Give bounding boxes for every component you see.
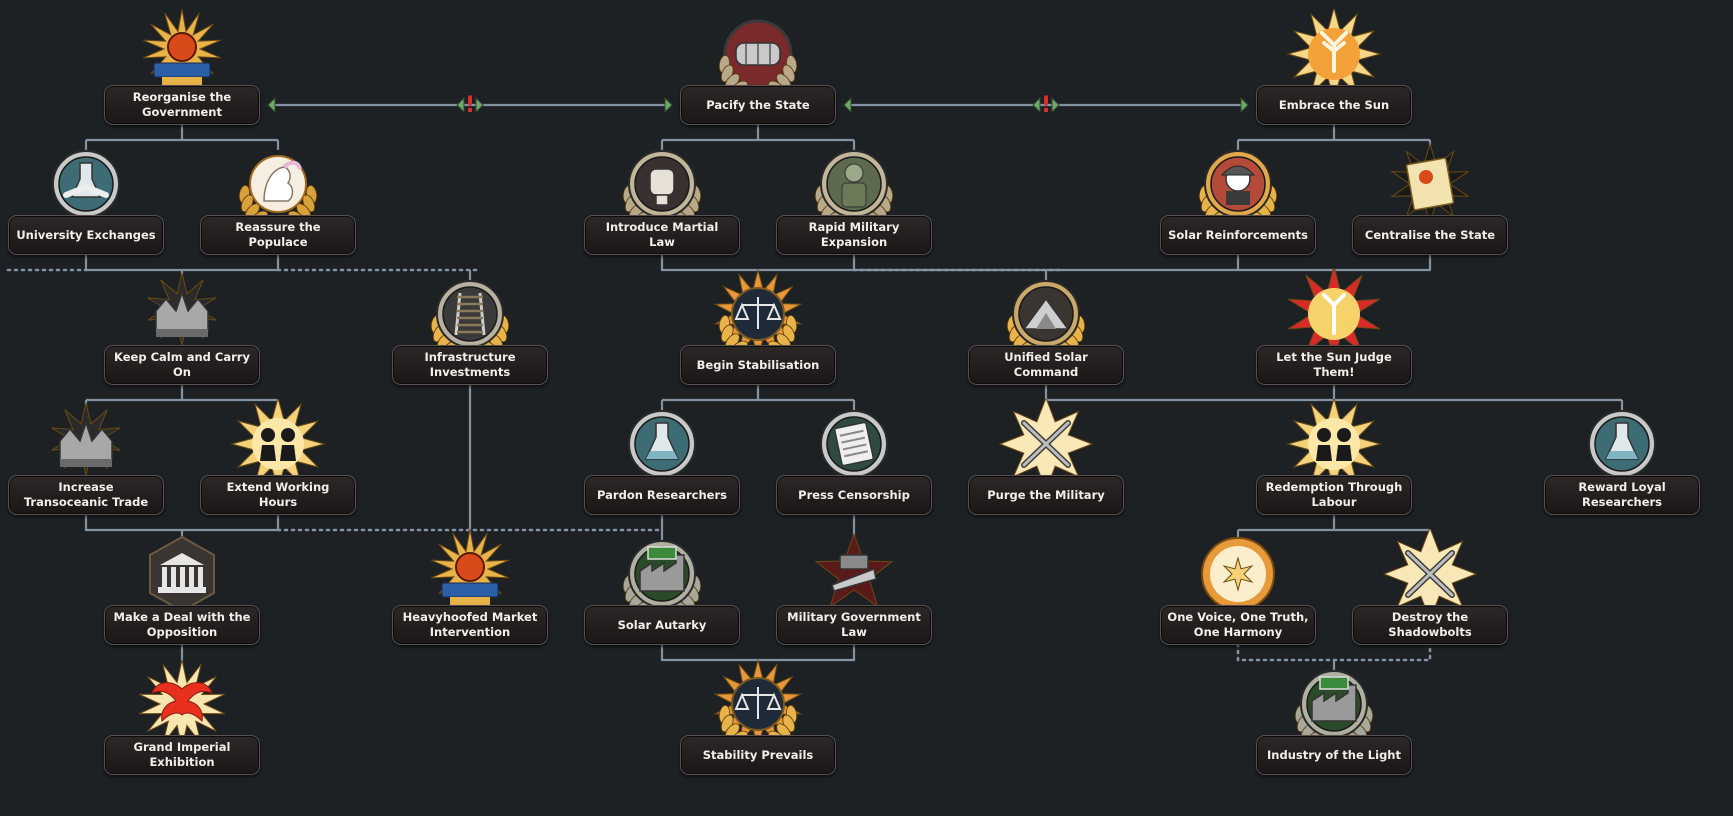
focus-node-press[interactable]: Press Censorship [776, 399, 932, 539]
focus-label[interactable]: Purge the Military [968, 475, 1124, 515]
focus-node-solar-reinf[interactable]: Solar Reinforcements [1160, 139, 1316, 279]
focus-label[interactable]: One Voice, One Truth, One Harmony [1160, 605, 1316, 645]
focus-label[interactable]: Stability Prevails [680, 735, 836, 775]
exclusive-arrow-right [475, 96, 484, 114]
focus-label[interactable]: Centralise the State [1352, 215, 1508, 255]
sun-judgement-icon[interactable] [1284, 269, 1384, 369]
exclusive-arrow-right [1051, 96, 1060, 114]
focus-node-pardon[interactable]: Pardon Researchers [584, 399, 740, 539]
focus-node-begin-stab[interactable]: Begin Stabilisation [680, 269, 836, 409]
focus-label[interactable]: Let the Sun Judge Them! [1256, 345, 1412, 385]
focus-node-industry[interactable]: Industry of the Light [1256, 659, 1412, 799]
parliament-icon[interactable] [132, 529, 232, 629]
focus-label[interactable]: Reorganise the Government [104, 85, 260, 125]
factory-icon[interactable] [1284, 659, 1384, 759]
focus-label[interactable]: Unified Solar Command [968, 345, 1124, 385]
focus-label[interactable]: Keep Calm and Carry On [104, 345, 260, 385]
workers-icon[interactable] [228, 399, 328, 499]
focus-label[interactable]: Extend Working Hours [200, 475, 356, 515]
focus-node-reorganise[interactable]: Reorganise the Government [104, 9, 260, 149]
focus-label[interactable]: Infrastructure Investments [392, 345, 548, 385]
focus-label[interactable]: Introduce Martial Law [584, 215, 740, 255]
mutually-exclusive-icon: ! [465, 93, 475, 118]
focus-node-university[interactable]: University Exchanges [8, 139, 164, 279]
document-seal-icon[interactable] [1380, 139, 1480, 239]
focus-node-mil-gov[interactable]: Military Government Law [776, 529, 932, 669]
radiant-sun-icon[interactable] [1284, 9, 1384, 109]
phoenix-icon[interactable] [132, 659, 232, 759]
fortress-icon[interactable] [36, 399, 136, 499]
focus-node-redemption[interactable]: Redemption Through Labour [1256, 399, 1412, 539]
exclusive-arrow-right [1240, 96, 1249, 114]
focus-node-martial[interactable]: Introduce Martial Law [584, 139, 740, 279]
focus-node-reassure[interactable]: Reassure the Populace [200, 139, 356, 279]
focus-node-working[interactable]: Extend Working Hours [200, 399, 356, 539]
exclusive-arrow-left [843, 96, 852, 114]
sun-altar-icon[interactable] [132, 9, 232, 109]
focus-label[interactable]: Grand Imperial Exhibition [104, 735, 260, 775]
exclusive-arrow-right [664, 96, 673, 114]
exclusive-arrow-left [267, 96, 276, 114]
focus-node-autarky[interactable]: Solar Autarky [584, 529, 740, 669]
focus-label[interactable]: Reassure the Populace [200, 215, 356, 255]
focus-label[interactable]: Redemption Through Labour [1256, 475, 1412, 515]
focus-label[interactable]: Industry of the Light [1256, 735, 1412, 775]
focus-node-shadowbolts[interactable]: Destroy the Shadowbolts [1352, 529, 1508, 669]
focus-label[interactable]: Solar Autarky [584, 605, 740, 645]
focus-node-keep-calm[interactable]: Keep Calm and Carry On [104, 269, 260, 409]
focus-node-one-voice[interactable]: One Voice, One Truth, One Harmony [1160, 529, 1316, 669]
focus-label[interactable]: Pardon Researchers [584, 475, 740, 515]
focus-node-purge[interactable]: Purge the Military [968, 399, 1124, 539]
focus-node-deal[interactable]: Make a Deal with the Opposition [104, 529, 260, 669]
flask-icon[interactable] [612, 399, 712, 499]
focus-label[interactable]: Destroy the Shadowbolts [1352, 605, 1508, 645]
focus-label[interactable]: Reward Loyal Researchers [1544, 475, 1700, 515]
crossed-swords-icon[interactable] [1380, 529, 1480, 629]
focus-label[interactable]: Press Censorship [776, 475, 932, 515]
focus-node-heavyhoofed[interactable]: Heavyhoofed Market Intervention [392, 529, 548, 669]
mutually-exclusive-icon: ! [1041, 93, 1051, 118]
focus-node-unified[interactable]: Unified Solar Command [968, 269, 1124, 409]
focus-label[interactable]: Begin Stabilisation [680, 345, 836, 385]
exclusive-arrow-left [1032, 96, 1041, 114]
focus-node-let-sun[interactable]: Let the Sun Judge Them! [1256, 269, 1412, 409]
focus-node-pacify[interactable]: Pacify the State [680, 9, 836, 149]
focus-label[interactable]: Embrace the Sun [1256, 85, 1412, 125]
focus-node-stability[interactable]: Stability Prevails [680, 659, 836, 799]
focus-node-infra[interactable]: Infrastructure Investments [392, 269, 548, 409]
exclusive-arrow-left [456, 96, 465, 114]
crossed-swords-icon[interactable] [996, 399, 1096, 499]
fortress-icon[interactable] [132, 269, 232, 369]
focus-node-reward[interactable]: Reward Loyal Researchers [1544, 399, 1700, 539]
focus-node-transoceanic[interactable]: Increase Transoceanic Trade [8, 399, 164, 539]
focus-label[interactable]: Increase Transoceanic Trade [8, 475, 164, 515]
focus-node-embrace[interactable]: Embrace the Sun [1256, 9, 1412, 149]
focus-label[interactable]: Solar Reinforcements [1160, 215, 1316, 255]
focus-node-centralise[interactable]: Centralise the State [1352, 139, 1508, 279]
sun-altar-icon[interactable] [420, 529, 520, 629]
focus-label[interactable]: Rapid Military Expansion [776, 215, 932, 255]
focus-label[interactable]: University Exchanges [8, 215, 164, 255]
focus-label[interactable]: Make a Deal with the Opposition [104, 605, 260, 645]
workers-icon[interactable] [1284, 399, 1384, 499]
focus-label[interactable]: Heavyhoofed Market Intervention [392, 605, 548, 645]
focus-label[interactable]: Military Government Law [776, 605, 932, 645]
focus-node-grand[interactable]: Grand Imperial Exhibition [104, 659, 260, 799]
newspaper-icon[interactable] [804, 399, 904, 499]
gavel-star-icon[interactable] [804, 529, 904, 629]
handshake-flask-icon[interactable] [36, 139, 136, 239]
harmony-medallion-icon[interactable] [1188, 529, 1288, 629]
focus-label[interactable]: Pacify the State [680, 85, 836, 125]
focus-node-rapid[interactable]: Rapid Military Expansion [776, 139, 932, 279]
